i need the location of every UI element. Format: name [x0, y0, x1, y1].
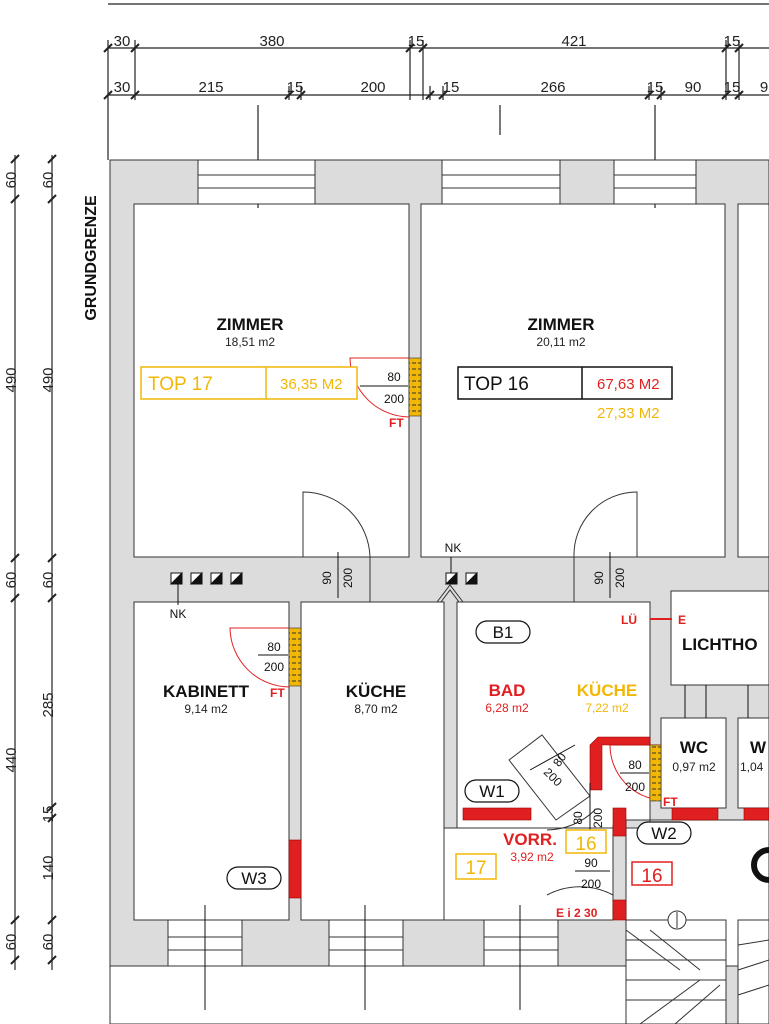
nk-label-1: NK	[170, 607, 187, 621]
room-kueche-right-area: 7,22 m2	[585, 701, 629, 715]
room-vorr-name: VORR.	[503, 830, 557, 849]
top-dimension-labels: 30 380 15 421 15 30 215 15 200 15 266 15…	[114, 33, 769, 96]
dim-top2-6: 15	[647, 79, 664, 96]
door-dimensions	[258, 385, 649, 872]
dim-top2-2: 15	[287, 79, 304, 96]
dim-left-outer-2: 60	[3, 572, 20, 589]
door-d1-w: 80	[387, 370, 401, 384]
ft-label-1: FT	[389, 416, 404, 430]
room-zimmer-right-name: ZIMMER	[527, 315, 594, 334]
nk-label-2: NK	[445, 541, 462, 555]
door-d4-h: 200	[613, 568, 627, 588]
dim-left-inner-3: 285	[40, 692, 57, 717]
room-lichthof-name: LICHTHO	[682, 635, 758, 654]
room-zimmer-left-name: ZIMMER	[216, 315, 283, 334]
dim-left-outer-4: 60	[3, 934, 20, 951]
dim-top2-9: 9	[760, 79, 768, 96]
dim-top2-4: 15	[443, 79, 460, 96]
top17-area: 36,35 M2	[280, 376, 343, 393]
door-d4-w: 90	[592, 571, 606, 585]
door-d8-w: 90	[584, 856, 598, 870]
windows	[167, 159, 697, 967]
door-d1-h: 200	[384, 392, 404, 406]
door-d7-h: 200	[591, 808, 605, 828]
dim-left-inner-5: 140	[40, 855, 57, 880]
top17-label: TOP 17	[148, 374, 213, 395]
tag-box16b: 16	[641, 866, 662, 887]
e-i-230-label: E i 2 30	[556, 906, 598, 920]
door-d6-w: 80	[628, 758, 642, 772]
room-kueche-left-area: 8,70 m2	[354, 702, 398, 716]
room-wc2-name: W	[750, 738, 767, 757]
door-d6-h: 200	[625, 780, 645, 794]
tag-box16a: 16	[575, 834, 596, 855]
dim-top1-1: 380	[259, 33, 284, 50]
room-labels: ZIMMER 18,51 m2 ZIMMER 20,11 m2 KABINETT…	[163, 315, 767, 864]
door-d2-h: 200	[264, 660, 284, 674]
dim-left-inner-2: 60	[40, 572, 57, 589]
tag-b1: B1	[493, 623, 514, 642]
misc-labels: NK NK LÜ E FT FT FT E i 2 30	[170, 416, 686, 920]
left-dimensions	[10, 154, 57, 970]
room-wc1-area: 0,97 m2	[672, 760, 716, 774]
room-zimmer-right-area: 20,11 m2	[536, 335, 585, 349]
dim-top1-3: 421	[561, 33, 586, 50]
room-zimmer-left-area: 18,51 m2	[225, 335, 275, 349]
dim-left-inner-0: 60	[40, 172, 57, 189]
yellow-markers	[288, 357, 662, 802]
dim-left-inner-1: 490	[40, 367, 57, 392]
dim-left-outer-0: 60	[3, 172, 20, 189]
dim-top2-1: 215	[198, 79, 223, 96]
top-dimensions	[103, 3, 769, 208]
tag-w2: W2	[651, 824, 677, 843]
ft-label-2: FT	[270, 686, 285, 700]
dim-left-inner-4: 15	[40, 806, 57, 823]
staircase	[625, 910, 769, 1024]
top16-box: TOP 16 67,63 M2 27,33 M2	[457, 366, 673, 422]
dim-left-outer-1: 490	[3, 367, 20, 392]
dim-top1-2: 15	[408, 33, 425, 50]
door-d2-w: 80	[267, 640, 281, 654]
tag-w1: W1	[479, 782, 505, 801]
dim-top1-4: 15	[724, 33, 741, 50]
door-d8-h: 200	[581, 877, 601, 891]
dim-top2-8: 15	[724, 79, 741, 96]
tags: B1 W1 W2 W3 17 16 16	[226, 620, 769, 890]
room-kabinett-name: KABINETT	[163, 682, 250, 701]
top17-box: TOP 17 36,35 M2	[140, 366, 358, 400]
top16-area-yellow: 27,33 M2	[597, 405, 660, 422]
door-d3-h: 200	[341, 568, 355, 588]
tag-w3: W3	[241, 869, 267, 888]
top16-area-red: 67,63 M2	[597, 376, 660, 393]
dim-left-inner-6: 60	[40, 934, 57, 951]
room-wc2-area: 1,04	[740, 760, 764, 774]
dim-top2-5: 266	[540, 79, 565, 96]
vent-squares	[169, 557, 749, 1010]
top16-label: TOP 16	[464, 374, 529, 395]
walls	[109, 159, 769, 1024]
dim-top2-3: 200	[360, 79, 385, 96]
room-vorr-area: 3,92 m2	[510, 850, 554, 864]
grundgrenze-label: GRUNDGRENZE	[83, 195, 100, 321]
dim-top2-7: 90	[685, 79, 702, 96]
room-bad-name: BAD	[489, 681, 526, 700]
room-kueche-left-name: KÜCHE	[346, 682, 406, 701]
dim-left-outer-3: 440	[3, 747, 20, 772]
door-dimension-labels: 80 200 80 200 90 200 90 200 80 200 80 20…	[264, 370, 645, 891]
lue-label: LÜ	[621, 612, 637, 627]
room-wc1-name: WC	[680, 738, 708, 757]
e-label: E	[678, 613, 686, 627]
ft-label-3: FT	[663, 795, 678, 809]
room-kabinett-area: 9,14 m2	[184, 702, 228, 716]
room-kueche-right-name: KÜCHE	[577, 681, 637, 700]
left-dimension-labels: 60 490 60 440 60 60 490 60 285 15 140 60	[3, 172, 57, 951]
dim-top1-0: 30	[114, 33, 131, 50]
tag-box17: 17	[465, 858, 486, 879]
door-d3-w: 90	[320, 571, 334, 585]
red-walls	[288, 736, 769, 921]
door-d7-w: 80	[571, 811, 585, 825]
room-bad-area: 6,28 m2	[485, 701, 529, 715]
dim-top2-0: 30	[114, 79, 131, 96]
